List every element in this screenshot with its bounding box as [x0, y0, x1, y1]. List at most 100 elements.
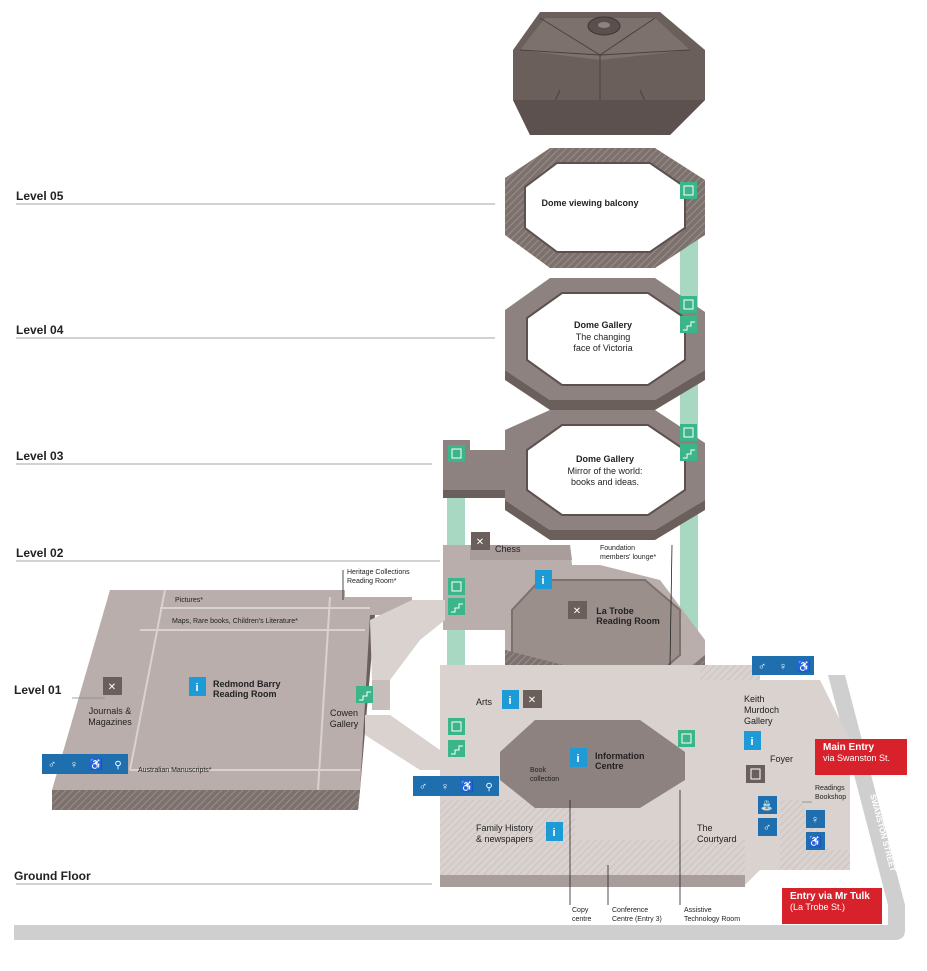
facility-column-foyer: ⛲ ♂ ♀ ♿	[758, 796, 825, 850]
water-fountain-icon: ⛲	[761, 799, 773, 812]
foundation-label-1: Foundation	[600, 545, 635, 552]
level-01-label: Level 01	[14, 683, 62, 697]
toilet-icon: ♀	[70, 759, 78, 771]
toilet-icon: ♂	[758, 661, 766, 673]
foyer-label: Foyer	[770, 754, 793, 764]
info-icon: i	[502, 690, 519, 709]
accessible-icon: ♿	[797, 660, 811, 673]
stairs-icon	[680, 444, 697, 461]
lift-icon	[680, 424, 697, 441]
toilet-icon: ♂	[419, 781, 427, 793]
level-05-label: Level 05	[16, 189, 64, 203]
svg-text:✕: ✕	[476, 537, 484, 548]
facility-strip-west: ♂ ♀ ♿ ⚲	[42, 754, 128, 774]
locker-icon	[746, 765, 765, 783]
svg-text:i: i	[576, 753, 579, 765]
lift-icon	[448, 718, 465, 735]
conference-label-2: Centre (Entry 3)	[612, 916, 662, 923]
courtyard-label-1: The	[697, 823, 713, 833]
level-03-dome-gallery: Dome Gallery Mirror of the world: books …	[443, 410, 705, 540]
lift-icon	[680, 296, 697, 313]
svg-text:i: i	[195, 682, 198, 694]
svg-text:i: i	[750, 736, 753, 748]
stairs-icon	[448, 740, 465, 757]
info-icon: i	[570, 748, 587, 767]
cowen-label-1: Cowen	[330, 708, 358, 718]
la-trobe-label-2: Reading Room	[596, 616, 660, 626]
assistive-label-2: Technology Room	[684, 916, 740, 923]
facility-strip-ground-west: ♂ ♀ ♿ ⚲	[413, 776, 499, 796]
dome-viewing-balcony-label: Dome viewing balcony	[541, 198, 638, 208]
dome-gallery-l4-sub1: The changing	[576, 332, 631, 342]
heritage-label-2: Reading Room*	[347, 578, 397, 585]
tulk-entry-title: Entry via Mr Tulk	[790, 891, 870, 902]
journals-label-2: Magazines	[88, 717, 132, 727]
main-entry-subtitle: via Swanston St.	[823, 753, 891, 763]
quiet-zone-icon: ✕	[103, 677, 122, 695]
australian-manuscripts-label: Australian Manuscripts*	[138, 767, 212, 774]
tulk-entry-callout[interactable]: Entry via Mr Tulk (La Trobe St.)	[782, 888, 882, 924]
dome-gallery-l3-title: Dome Gallery	[576, 454, 634, 464]
svg-text:✕: ✕	[108, 682, 116, 693]
dome-gallery-l3-sub2: books and ideas.	[571, 477, 639, 487]
lift-icon	[678, 730, 695, 747]
info-icon: i	[546, 822, 563, 841]
quiet-zone-icon: ✕	[568, 601, 587, 619]
dome-gallery-l4-title: Dome Gallery	[574, 320, 632, 330]
level-04-dome-gallery: Dome Gallery The changing face of Victor…	[505, 278, 705, 410]
stairs-icon	[356, 686, 373, 703]
redmond-label-2: Reading Room	[213, 689, 277, 699]
stairs-icon	[448, 598, 465, 615]
assistive-label-1: Assistive	[684, 907, 712, 914]
toilet-icon: ♂	[48, 759, 56, 771]
la-trobe-street-label: LA TROBE STREET	[413, 941, 487, 950]
maps-label: Maps, Rare books, Children's Literature*	[172, 618, 298, 625]
book-collection-label-2: collection	[530, 776, 559, 783]
family-history-label-2: & newspapers	[476, 834, 534, 844]
level-01-west-wing: Pictures* Maps, Rare books, Children's L…	[52, 569, 412, 810]
svg-text:✕: ✕	[528, 695, 536, 706]
ground-floor: Information Centre Book collection Arts …	[440, 665, 850, 923]
svg-text:i: i	[508, 695, 511, 707]
main-entry-title: Main Entry	[823, 742, 875, 753]
dome-gallery-l4-sub2: face of Victoria	[573, 343, 632, 353]
toilet-icon: ♂	[763, 822, 771, 834]
baby-change-icon: ⚲	[114, 760, 121, 771]
svg-text:i: i	[552, 827, 555, 839]
svg-text:✕: ✕	[573, 606, 581, 617]
baby-change-icon: ⚲	[485, 782, 492, 793]
pictures-label: Pictures*	[175, 597, 203, 604]
readings-label-1: Readings	[815, 785, 845, 792]
dome-roof	[513, 12, 705, 136]
lift-icon	[680, 182, 697, 199]
accessible-icon: ♿	[808, 835, 822, 848]
accessible-icon: ♿	[460, 780, 474, 793]
level-04-label: Level 04	[16, 323, 64, 337]
chess-label: Chess	[495, 544, 521, 554]
info-centre-label-1: Information	[595, 751, 645, 761]
info-icon: i	[535, 570, 552, 589]
level-pointers	[16, 203, 812, 885]
keith-label-1: Keith	[744, 694, 765, 704]
info-icon: i	[189, 677, 206, 696]
copy-centre-label-1: Copy	[572, 907, 589, 914]
quiet-zone-icon: ✕	[523, 690, 542, 708]
stairs-icon	[680, 316, 697, 333]
la-trobe-label-1: La Trobe	[596, 606, 634, 616]
keith-label-3: Gallery	[744, 716, 773, 726]
facility-strip-north-east: ♂ ♀ ♿	[752, 656, 814, 675]
toilet-icon: ♀	[779, 661, 787, 673]
copy-centre-label-2: centre	[572, 916, 592, 923]
tulk-entry-subtitle: (La Trobe St.)	[790, 902, 846, 912]
ground-floor-label: Ground Floor	[14, 869, 91, 883]
courtyard-label-2: Courtyard	[697, 834, 737, 844]
family-history-label-1: Family History	[476, 823, 534, 833]
lift-icon	[448, 578, 465, 595]
book-collection-label-1: Book	[530, 767, 546, 774]
accessible-icon: ♿	[89, 758, 103, 771]
journals-label-1: Journals &	[89, 706, 132, 716]
quiet-zone-icon: ✕	[471, 532, 490, 550]
heritage-label-1: Heritage Collections	[347, 569, 410, 576]
main-entry-callout[interactable]: Main Entry via Swanston St.	[815, 739, 907, 775]
